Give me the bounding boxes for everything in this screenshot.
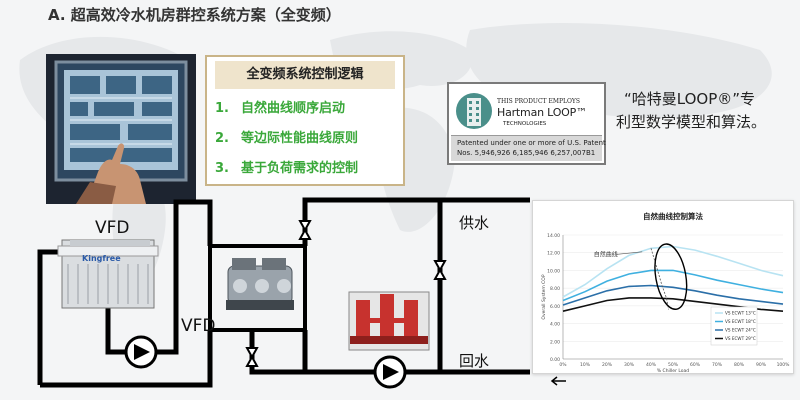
chart-legend-label: VS ECWT 24°C xyxy=(725,328,756,333)
chart-y-tick-label: 0.00 xyxy=(550,357,560,363)
logo-line-2: Hartman LOOP™ xyxy=(497,106,587,119)
cooling-tower-brand: Kingfree xyxy=(82,254,121,263)
chiller-frame xyxy=(208,244,307,332)
pump-icon xyxy=(124,335,158,369)
patent-description-line-2: 利型数学模型和算法。 xyxy=(616,113,767,131)
logic-item: 2. 等边际性能曲线原则 xyxy=(215,127,358,146)
chart-series-line xyxy=(562,284,784,306)
chart-y-tick-label: 6.00 xyxy=(550,304,560,310)
patent-description: “哈特曼LOOP®”专 利型数学模型和算法。 xyxy=(616,88,799,134)
chart-x-tick-label: 50% xyxy=(668,362,679,368)
vfd-label-cooling-tower: VFD xyxy=(95,218,130,238)
valve-icon xyxy=(245,347,259,367)
chilled-water-pipe xyxy=(302,197,530,246)
patent-line-2: Nos. 5,946,926 6,185,946 6,257,007B1 xyxy=(457,149,596,157)
condenser-pipe xyxy=(37,249,66,385)
chart-x-tick-label: 100% xyxy=(777,362,791,368)
chiller-unit xyxy=(226,258,294,310)
supply-water-label: 供水 xyxy=(459,214,490,232)
chart-x-tick-label: 70% xyxy=(712,362,723,368)
control-logic-title: 全变频系统控制逻辑 xyxy=(215,61,395,89)
logic-item: 3. 基于负荷需求的控制 xyxy=(215,157,358,176)
chart-x-tick-label: 10% xyxy=(580,362,591,368)
patent-bar: Patented under one or more of U.S. Paten… xyxy=(451,135,606,161)
chart-x-tick-label: 90% xyxy=(756,362,767,368)
cooling-tower xyxy=(57,239,159,309)
chart-title: 自然曲线控制算法 xyxy=(643,211,703,221)
chart-x-tick-label: 80% xyxy=(734,362,745,368)
chart-legend-label: VS ECWT 13°C xyxy=(725,311,756,316)
logic-item-number: 2. xyxy=(215,131,229,146)
logic-item-text: 自然曲线顺序启动 xyxy=(241,101,346,116)
page-title: A. 超高效冷水机房群控系统方案（全变频） xyxy=(48,6,341,24)
chart-x-tick-label: 30% xyxy=(624,362,635,368)
logic-item-number: 1. xyxy=(215,101,229,116)
logo-line-3: TECHNOLOGIES xyxy=(503,121,547,127)
return-water-label: 回水 xyxy=(459,352,490,370)
chart-highlight-ellipse xyxy=(654,243,688,310)
patent-description-line-1: “哈特曼LOOP®”专 xyxy=(624,90,756,108)
control-logic-box: 全变频系统控制逻辑 1. 自然曲线顺序启动 2. 等边际性能曲线原则 3. 基于负荷需… xyxy=(205,55,405,186)
patent-line-1: Patented under one or more of U.S. Paten… xyxy=(457,139,606,147)
logic-item-text: 基于负荷需求的控制 xyxy=(241,161,359,176)
chart-y-axis-label: Overall System COP xyxy=(541,274,547,319)
chart-legend-label: VS ECWT 29°C xyxy=(725,336,756,341)
valve-leg xyxy=(249,330,305,375)
pump-skid xyxy=(348,291,430,351)
chart-natural-curve xyxy=(650,248,669,310)
chart-x-tick-label: 40% xyxy=(646,362,657,368)
cop-chart: 自然曲线控制算法 0.00 2.00 4.00 6.00 8.00 10.00 12.00 14… xyxy=(532,200,794,374)
vfd-label-pump: VFD xyxy=(181,316,216,336)
flow-arrow-icon xyxy=(550,376,566,386)
condenser-pipe xyxy=(105,305,126,355)
control-screen-photo xyxy=(46,54,196,204)
valve-icon xyxy=(298,220,312,240)
chart-x-tick-label: 60% xyxy=(690,362,701,368)
chart-series-line xyxy=(562,269,784,302)
logo-line-1: THIS PRODUCT EMPLOYS xyxy=(497,98,580,105)
building-icon xyxy=(456,93,492,129)
logic-item: 1. 自然曲线顺序启动 xyxy=(215,97,345,116)
condenser-pipe xyxy=(156,199,213,355)
chart-y-tick-label: 12.00 xyxy=(547,251,560,257)
logic-item-number: 3. xyxy=(215,161,229,176)
pump-icon xyxy=(373,355,407,389)
chart-legend-label: VS ECWT 18°C xyxy=(725,319,756,324)
chart-y-tick-label: 4.00 xyxy=(550,322,560,328)
chart-x-tick-label: 20% xyxy=(602,362,613,368)
chart-annotation-leader xyxy=(615,251,643,255)
valve-icon xyxy=(433,260,447,280)
chart-annotation: 自然曲线 xyxy=(594,250,618,258)
chart-x-tick-label: 0% xyxy=(559,362,567,368)
chart-x-axis-label: % Chiller Load xyxy=(657,368,689,374)
hartman-loop-logo: THIS PRODUCT EMPLOYS Hartman LOOP™ TECHN… xyxy=(447,82,606,165)
condenser-pipe xyxy=(40,330,213,388)
chart-y-tick-label: 2.00 xyxy=(550,339,560,345)
chart-y-tick-label: 10.00 xyxy=(547,268,560,274)
logic-item-text: 等边际性能曲线原则 xyxy=(241,131,359,146)
chart-y-tick-label: 14.00 xyxy=(547,233,560,239)
chart-y-tick-label: 8.00 xyxy=(550,286,560,292)
